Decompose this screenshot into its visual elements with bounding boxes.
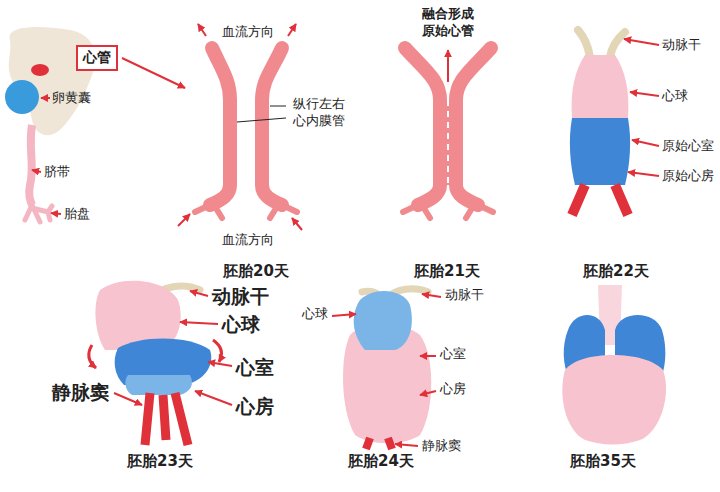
part-label: 卵黄囊 [52, 90, 91, 107]
part-label: 胎盘 [64, 206, 90, 223]
stage-caption: 胚胎24天 [331, 452, 431, 472]
part-label: 纵行左右 心内膜管 [289, 96, 349, 130]
stage-caption: 胚胎22天 [566, 262, 666, 282]
flow-label: 血流方向 [222, 232, 274, 249]
flow-label: 血流方向 [222, 24, 274, 41]
part-label: 动脉干 [212, 284, 269, 309]
part-label: 心球 [222, 312, 260, 337]
process-note: 融合形成 原始心管 [416, 6, 480, 40]
part-label: 脐带 [44, 164, 70, 181]
part-label: 心房 [440, 381, 466, 398]
stage-caption: 胚胎20天 [206, 262, 306, 282]
part-label: 心球 [302, 306, 328, 323]
part-label: 静脉窦 [52, 380, 109, 405]
part-label: 动脉干 [445, 287, 484, 304]
part-label: 心房 [236, 394, 274, 419]
node-text: 心管 [83, 49, 111, 65]
part-label: 原始心房 [662, 168, 714, 185]
part-label: 心室 [440, 346, 466, 363]
part-label: 原始心室 [662, 138, 714, 155]
part-label: 动脉干 [662, 37, 701, 54]
highlight-box: 心管 [76, 45, 118, 71]
stage-caption: 胚胎35天 [553, 452, 653, 472]
stage-caption: 胚胎23天 [110, 452, 210, 472]
stage-caption: 胚胎21天 [397, 262, 497, 282]
part-label: 静脉窦 [422, 438, 461, 455]
part-label: 心室 [236, 355, 274, 380]
part-label: 心球 [662, 88, 688, 105]
